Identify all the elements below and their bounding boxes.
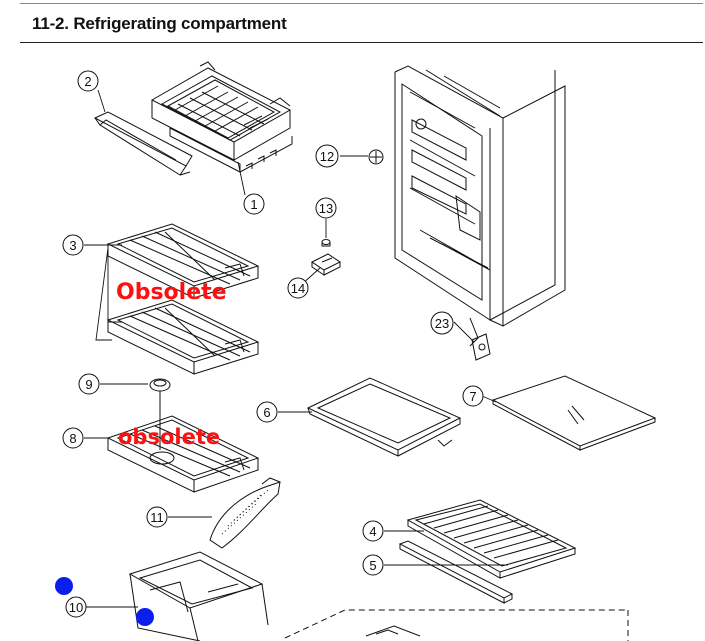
part-4-grille bbox=[406, 499, 577, 579]
callout-13: 13 bbox=[315, 197, 337, 219]
callout-7: 7 bbox=[462, 385, 484, 407]
header-rule bbox=[20, 42, 703, 43]
svg-text:23: 23 bbox=[435, 316, 449, 331]
svg-text:13: 13 bbox=[319, 201, 333, 216]
callout-8: 8 bbox=[62, 427, 84, 449]
part-12-fastener bbox=[368, 149, 384, 165]
svg-text:8: 8 bbox=[69, 431, 76, 446]
svg-text:3: 3 bbox=[69, 238, 76, 253]
part-2-shelf-trim bbox=[93, 111, 193, 176]
part-23-bracket bbox=[471, 333, 491, 361]
callout-12: 12 bbox=[315, 144, 339, 168]
partial-box-bottom bbox=[365, 625, 421, 637]
blue-marker-dot bbox=[136, 608, 154, 626]
callout-2: 2 bbox=[77, 70, 99, 92]
callout-14: 14 bbox=[287, 277, 309, 299]
svg-text:10: 10 bbox=[69, 600, 83, 615]
blue-marker-dot bbox=[55, 577, 73, 595]
svg-text:14: 14 bbox=[291, 281, 305, 296]
svg-text:9: 9 bbox=[85, 377, 92, 392]
svg-text:11: 11 bbox=[150, 510, 164, 525]
obsolete-stamp-lower: obsolete bbox=[118, 425, 220, 449]
part-1-tray-assembly bbox=[150, 61, 293, 173]
leader-lines bbox=[84, 89, 508, 608]
svg-text:6: 6 bbox=[263, 405, 270, 420]
partial-part-bottom bbox=[284, 609, 629, 641]
svg-text:1: 1 bbox=[250, 197, 257, 212]
header-top-rule bbox=[20, 3, 703, 4]
callout-23: 23 bbox=[430, 311, 454, 335]
svg-text:12: 12 bbox=[320, 149, 334, 164]
part-14-bracket bbox=[311, 253, 341, 276]
part-11-scoop bbox=[209, 477, 281, 549]
callout-3: 3 bbox=[62, 234, 84, 256]
part-6-frame bbox=[306, 377, 462, 457]
part-13-holder bbox=[321, 239, 331, 247]
callout-4: 4 bbox=[362, 520, 384, 542]
part-3-shelves bbox=[106, 223, 260, 375]
callout-10: 10 bbox=[65, 596, 87, 618]
part-5-trim bbox=[398, 540, 514, 604]
svg-text:4: 4 bbox=[369, 524, 376, 539]
svg-text:7: 7 bbox=[469, 389, 476, 404]
obsolete-stamp-upper: Obsolete bbox=[116, 280, 227, 305]
cabinet-body bbox=[394, 65, 566, 347]
callout-labels: 2 1 3 9 8 11 10 12 13 14 23 7 6 4 5 bbox=[62, 70, 484, 618]
part-7-glass bbox=[491, 375, 657, 451]
callout-9: 9 bbox=[78, 373, 100, 395]
callout-5: 5 bbox=[362, 554, 384, 576]
callout-11: 11 bbox=[146, 506, 168, 528]
page-title: 11-2. Refrigerating compartment bbox=[32, 14, 287, 33]
svg-text:5: 5 bbox=[369, 558, 376, 573]
svg-text:2: 2 bbox=[84, 74, 91, 89]
callout-1: 1 bbox=[243, 193, 265, 215]
callout-6: 6 bbox=[256, 401, 278, 423]
part-10-drawer bbox=[128, 551, 269, 641]
part-8-shelf bbox=[106, 415, 260, 493]
